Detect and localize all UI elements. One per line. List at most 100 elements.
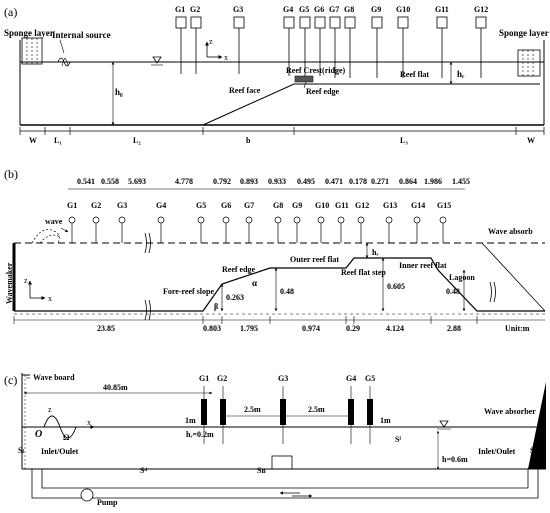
reef-flat-text: Reef flat (400, 70, 429, 79)
svg-text:G11: G11 (335, 201, 349, 210)
gauge-label-g9: G9 (371, 5, 381, 14)
panel-c: (c) Wave board 40.85m G1 G2 G3 G4 G5 1m … (4, 373, 546, 507)
recirculation-pipe (31, 469, 539, 499)
gauge-b5: G5 (196, 201, 206, 243)
reef-crest-text: Reef Crest(ridge) (286, 66, 345, 75)
gauge-b13: G13 (383, 201, 397, 243)
depth-label-c: h=0.6m (442, 455, 468, 464)
gauge-b3: G3 (117, 201, 127, 243)
gauge-b12: G12 (355, 201, 369, 243)
reef-profile-b (14, 257, 545, 312)
spacing-6: 0.933 (268, 177, 286, 186)
gauge-g5 (299, 16, 311, 29)
gauge-g6 (314, 16, 326, 29)
internal-source-wave (57, 57, 71, 67)
spacing-row: 0.541 0.558 5.693 4.778 0.792 0.893 0.93… (68, 177, 470, 190)
dim-029: 0.29 (346, 324, 360, 333)
gauge-g2 (190, 16, 202, 29)
gauge-b15: G15 (437, 201, 451, 243)
gauge-b1: G1 (67, 201, 77, 243)
gauge-label-g7: G7 (329, 5, 339, 14)
svg-text:G2: G2 (217, 374, 227, 383)
reef-edge-text-b: Reef edge (222, 265, 256, 274)
wave-absorb-slope (481, 242, 546, 312)
z-label-b: z (24, 276, 28, 285)
sponge-layer-right (517, 49, 541, 77)
dim-b: b (246, 136, 251, 145)
gauge-c1: G1 (199, 374, 209, 444)
dimension-line-b: 23.85 0.803 1.795 0.974 0.29 4.124 2.88 … (13, 316, 545, 333)
svg-text:G5: G5 (196, 201, 206, 210)
gauge-c5: G5 (365, 374, 375, 444)
svg-text:G1: G1 (199, 374, 209, 383)
spacing-3: 4.778 (175, 177, 193, 186)
gauge-label-g3: G3 (233, 5, 243, 14)
gauges-a: G1 G2 G3 G4 G5 G6 G7 G8 G9 (175, 5, 488, 78)
spacing-13: 1.455 (452, 177, 470, 186)
gauge-g4 (283, 16, 295, 29)
sl-label: Sₗ (18, 446, 24, 455)
svg-text:G4: G4 (156, 201, 166, 210)
svg-text:G2: G2 (91, 201, 101, 210)
dim-4085-text: 40.85m (103, 383, 128, 392)
svg-text:G5: G5 (365, 374, 375, 383)
panel-b-label: (b) (4, 167, 18, 181)
h0-label: h₀ (115, 87, 123, 97)
gauges-c: G1 G2 G3 G4 G5 (199, 374, 375, 444)
x-label-b: x (48, 294, 52, 303)
wave-absorb-text: Wave absorb (488, 227, 533, 236)
dim-2385: 23.85 (97, 324, 115, 333)
spacing-11: 0.864 (399, 177, 417, 186)
gauge-b4: G4 (156, 201, 166, 243)
sd-label: Sᵈ (140, 466, 147, 475)
svg-text:G6: G6 (221, 201, 231, 210)
sr-label: Sᵣ (530, 446, 536, 455)
spacing-0: 0.541 (77, 177, 95, 186)
internal-source-text: Internal source (52, 30, 111, 40)
gauge-b11: G11 (335, 201, 349, 243)
gauge-b2: G2 (91, 201, 101, 243)
sb-label: Sʙ (257, 466, 266, 475)
inlet-right-text: Inlet/Oulet (478, 447, 516, 456)
dim-288: 2.88 (447, 324, 461, 333)
still-water-symbol-c (439, 420, 449, 428)
dim-0263: 0.263 (226, 293, 244, 302)
dim-048b: 0.48 (446, 287, 460, 296)
unit-text: Unit:m (505, 324, 530, 333)
gauge-label-g6: G6 (314, 5, 324, 14)
hr-label-b: hᵣ (372, 248, 378, 257)
pump-icon (80, 488, 94, 502)
gauge-g9 (371, 16, 383, 29)
gauge-b14: G14 (411, 201, 425, 243)
gauge-label-g2: G2 (190, 5, 200, 14)
gauge-g10 (397, 16, 409, 29)
dim-0605: 0.605 (387, 282, 405, 291)
hr-label-a: hᵣ (457, 69, 465, 79)
dim-1795: 1.795 (240, 324, 258, 333)
gauge-label-g10: G10 (396, 5, 410, 14)
origin-label: O (35, 429, 42, 440)
gauge-b10: G10 (315, 201, 329, 243)
panel-c-label: (c) (4, 373, 17, 387)
svg-text:G12: G12 (355, 201, 369, 210)
reef-profile (202, 83, 540, 126)
fore-reef-slope-text: Fore-reef slope (163, 287, 214, 296)
svg-text:G7: G7 (244, 201, 254, 210)
submerged-structure (271, 455, 293, 470)
svg-text:G3: G3 (278, 374, 288, 383)
spacing-8: 0.471 (325, 177, 343, 186)
gauge-g7 (329, 16, 341, 29)
dim-l2: L₂ (133, 136, 141, 145)
wave-board-text: Wave board (33, 373, 75, 382)
wave-sketch (31, 229, 60, 244)
reef-edge-text: Reef edge (306, 87, 340, 96)
dim-4124: 4.124 (386, 324, 404, 333)
outer-reef-flat-text: Outer reef flat (290, 255, 339, 264)
gauge-label-g8: G8 (344, 5, 354, 14)
spacing-9: 0.178 (349, 177, 367, 186)
wave-text: wave (45, 217, 63, 226)
spacing-10: 0.271 (371, 177, 389, 186)
pump-text: Pump (97, 498, 118, 507)
svg-text:G8: G8 (273, 201, 283, 210)
svg-text:G15: G15 (437, 201, 451, 210)
